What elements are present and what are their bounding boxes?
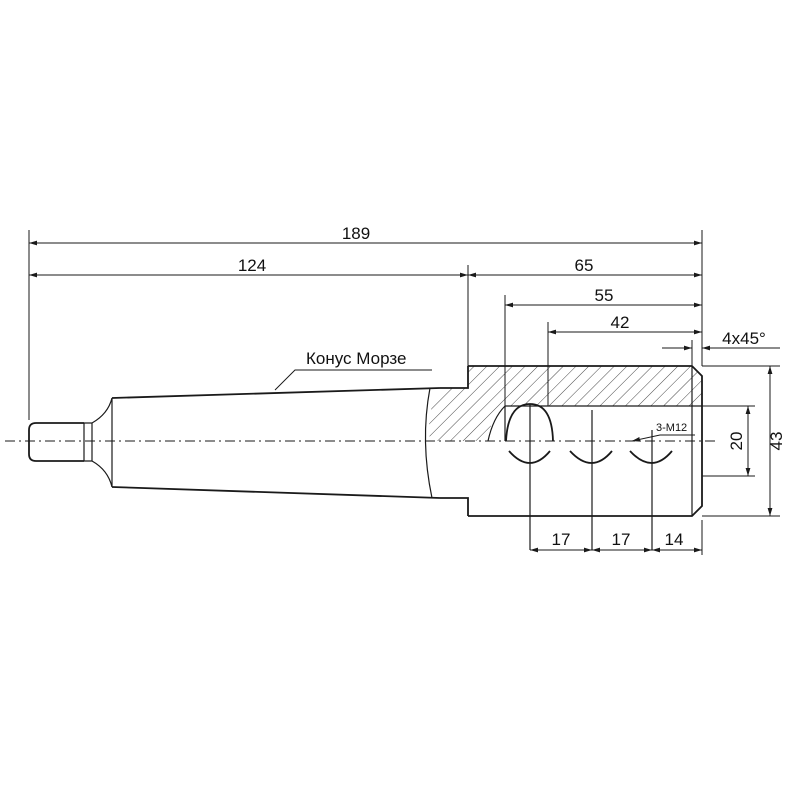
dim-head-length: 65 bbox=[575, 256, 594, 275]
dim-slot-length: 55 bbox=[595, 286, 614, 305]
dim-outer-diameter: 43 bbox=[767, 432, 786, 451]
dim-chamfer: 4x45° bbox=[722, 329, 766, 348]
tang bbox=[28, 397, 113, 488]
threaded-holes bbox=[505, 403, 673, 550]
leader-lines bbox=[274, 369, 695, 442]
dim-hole-span: 42 bbox=[611, 313, 630, 332]
label-morse-taper: Конус Морзе bbox=[306, 349, 406, 368]
dim-taper-length: 124 bbox=[238, 256, 266, 275]
extension-lines bbox=[28, 230, 780, 555]
dim-overall-length: 189 bbox=[342, 224, 370, 243]
dim-hole-pitch-2: 17 bbox=[612, 530, 631, 549]
dim-hole-pitch-1: 17 bbox=[552, 530, 571, 549]
label-threads: 3-M12 bbox=[656, 422, 687, 434]
dimension-lines bbox=[29, 240, 780, 553]
dim-bore: 20 bbox=[727, 432, 746, 451]
dim-hole-end: 14 bbox=[665, 530, 684, 549]
head bbox=[429, 365, 703, 517]
